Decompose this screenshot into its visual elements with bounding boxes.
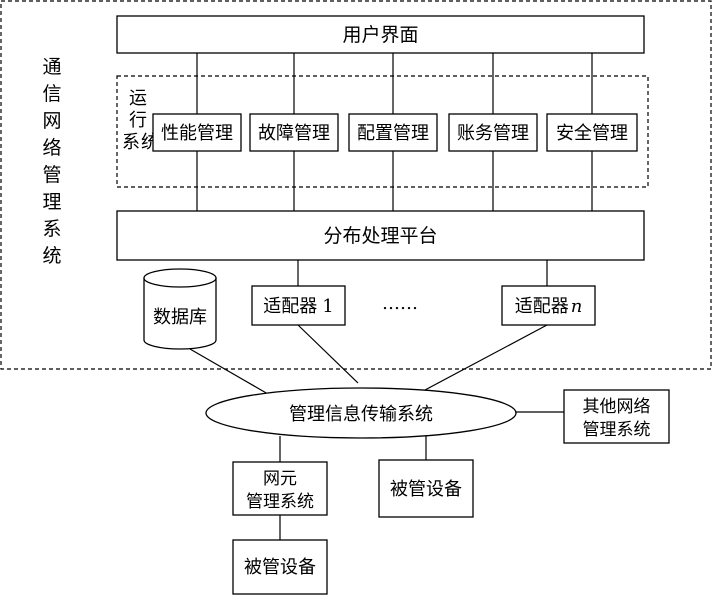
adapter-n-box [501, 285, 596, 326]
outer-label-char: 网 [42, 110, 61, 132]
other-nms-label-line2: 管理系统 [583, 420, 651, 440]
outer-label-char: 信 [42, 83, 61, 105]
other-nms-label-line1: 其他网络 [583, 397, 651, 417]
database-label: 数据库 [153, 307, 207, 328]
inner-label-char: 行 [129, 110, 147, 131]
ne-mgmt-label-line1: 网元 [263, 469, 297, 489]
module-fault-label: 故障管理 [258, 123, 330, 144]
outer-system-label: 通 信 网 络 管 理 系 统 [42, 56, 61, 267]
module-security-label: 安全管理 [556, 123, 628, 144]
ne-mgmt-label-line2: 管理系统 [246, 492, 314, 512]
mgmt-info-transmission-ellipse [205, 387, 517, 439]
module-performance-box [152, 113, 242, 152]
outer-label-char: 管 [42, 164, 61, 186]
adaptern-link [424, 324, 548, 391]
module-accounting-box [448, 113, 538, 152]
module-configuration-label: 配置管理 [357, 123, 429, 144]
module-accounting-label: 账务管理 [457, 123, 529, 144]
outer-label-char: 络 [42, 137, 61, 159]
managed-device-bottom-box [232, 539, 328, 595]
user-interface-label: 用户界面 [342, 24, 418, 46]
database-cylinder [143, 268, 217, 350]
module-security-box [546, 113, 638, 152]
module-fault-box [249, 113, 339, 152]
ui-to-module-lines [196, 53, 593, 114]
inner-label-char: 运 [129, 88, 147, 109]
outer-label-char: 统 [42, 245, 61, 267]
managed-device-bottom-label: 被管设备 [244, 557, 316, 578]
adapter-ellipsis: …… [382, 293, 418, 314]
database-link [189, 348, 269, 395]
adapter1-link [297, 324, 359, 384]
operation-system-boundary [116, 75, 649, 188]
outer-label-char: 通 [42, 56, 61, 78]
module-configuration-box [348, 113, 438, 152]
mgmt-info-transmission-label: 管理信息传输系统 [289, 404, 433, 425]
module-performance-label: 性能管理 [161, 123, 233, 144]
ne-mgmt-box [232, 461, 328, 516]
inner-label-char: 系 [122, 132, 140, 153]
other-nms-box [563, 389, 670, 444]
user-interface-box [116, 15, 645, 54]
managed-device-right-label: 被管设备 [390, 479, 462, 500]
distributed-platform-box [116, 210, 645, 261]
managed-device-right-box [378, 459, 474, 518]
outer-label-char: 理 [42, 191, 61, 213]
module-to-platform-lines [196, 151, 593, 211]
outer-label-char: 系 [42, 218, 61, 240]
outer-system-boundary [0, 0, 712, 370]
adapter-1-box [251, 285, 346, 326]
distributed-platform-label: 分布处理平台 [323, 225, 437, 247]
